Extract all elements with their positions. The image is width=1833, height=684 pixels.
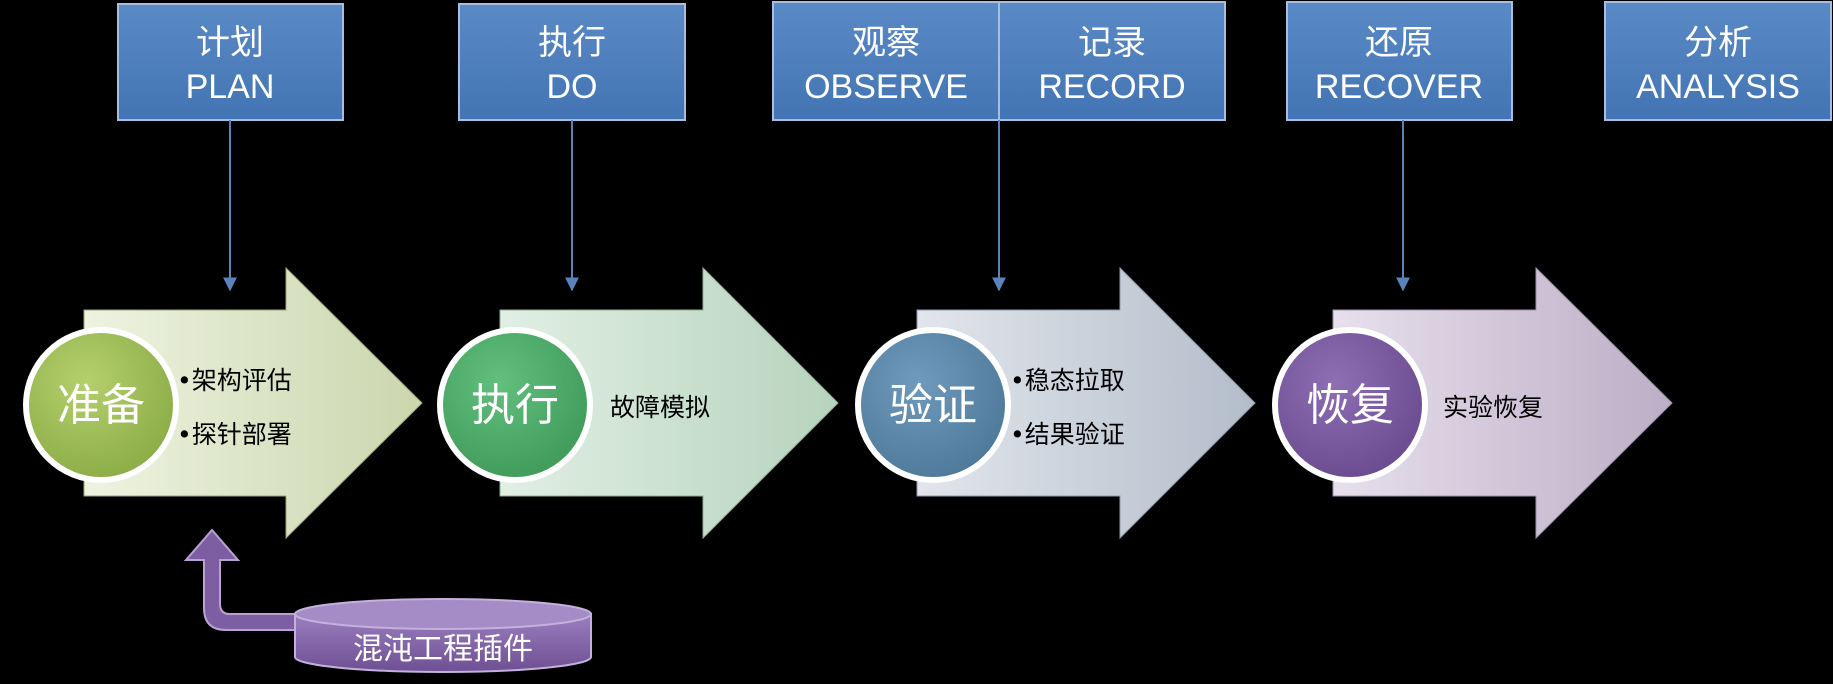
stage-prepare-bullet-2: •探针部署 xyxy=(177,420,292,449)
plugin-bent-arrow xyxy=(183,528,301,631)
stage-recover: 恢复 实验恢复 xyxy=(1272,266,1673,540)
stage-verify-bullet-2: •结果验证 xyxy=(1010,420,1125,449)
phase-box-recover-en: RECOVER xyxy=(1315,68,1483,106)
stage-recover-arrow xyxy=(1332,266,1673,540)
stage-prepare-title: 准备 xyxy=(57,380,145,431)
phase-box-observe-en: OBSERVE xyxy=(804,68,968,106)
phase-box-record: 记录 RECORD xyxy=(998,1,1226,121)
plugin-label: 混沌工程插件 xyxy=(353,632,533,667)
stage-recover-title: 恢复 xyxy=(1306,380,1394,431)
phase-box-do: 执行 DO xyxy=(458,3,686,121)
stage-verify-arrow xyxy=(916,266,1256,540)
stage-prepare-arrow xyxy=(83,266,423,540)
plugin-bent-arrow-shape xyxy=(183,528,301,631)
phase-box-analysis-en: ANALYSIS xyxy=(1636,68,1800,106)
phase-box-plan: 计划 PLAN xyxy=(117,3,344,121)
stage-prepare: 准备 •架构评估 •探针部署 xyxy=(23,266,423,540)
phase-box-recover: 还原 RECOVER xyxy=(1286,1,1513,121)
plugin-cylinder-body xyxy=(294,613,592,673)
stage-verify-bullet-1: •稳态拉取 xyxy=(1010,366,1125,395)
phase-box-record-en: RECORD xyxy=(1038,68,1185,106)
stage-verify-title: 验证 xyxy=(889,380,977,431)
stage-execute-title: 执行 xyxy=(471,380,559,431)
phase-box-record-zh: 记录 xyxy=(1078,23,1146,63)
phase-box-do-en: DO xyxy=(547,68,598,106)
phase-box-analysis-zh: 分析 xyxy=(1684,23,1752,63)
phase-box-observe: 观察 OBSERVE xyxy=(772,1,1000,121)
phase-box-analysis: 分析 ANALYSIS xyxy=(1604,1,1832,121)
plugin-cylinder-top xyxy=(294,598,592,630)
stage-execute: 执行 故障模拟 xyxy=(437,266,839,540)
stage-verify: 验证 •稳态拉取 •结果验证 xyxy=(855,266,1256,540)
plugin-cylinder: 混沌工程插件 xyxy=(294,598,592,673)
phase-box-recover-zh: 还原 xyxy=(1365,23,1433,63)
stage-prepare-bullet-1: •架构评估 xyxy=(177,366,292,395)
stage-execute-bullet-1: 故障模拟 xyxy=(610,393,710,422)
stage-execute-circle xyxy=(437,327,593,483)
phase-box-plan-zh: 计划 xyxy=(196,23,264,63)
stage-prepare-circle xyxy=(23,327,179,483)
stage-verify-circle xyxy=(855,327,1011,483)
phase-box-plan-en: PLAN xyxy=(186,68,275,106)
phase-box-do-zh: 执行 xyxy=(538,23,606,63)
stage-execute-arrow xyxy=(499,266,839,540)
stage-recover-bullet-1: 实验恢复 xyxy=(1443,393,1543,422)
phase-box-observe-zh: 观察 xyxy=(852,23,920,63)
stage-recover-circle xyxy=(1272,327,1428,483)
